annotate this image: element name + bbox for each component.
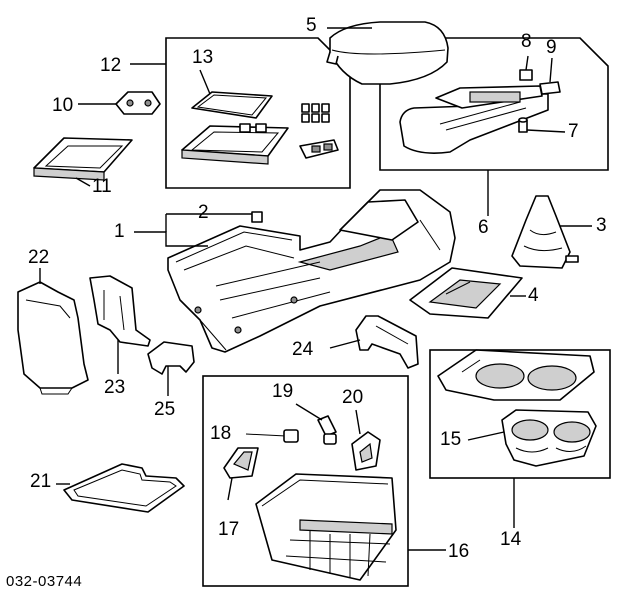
part-14-cup-holder-frame (437, 349, 595, 401)
part-2-clip (251, 211, 263, 223)
callout-16: 16 (448, 541, 470, 562)
callout-11: 11 (92, 176, 112, 197)
leader-20 (355, 409, 361, 435)
callout-21: 21 (30, 471, 52, 492)
part-18-screw (245, 429, 299, 443)
callout-7: 7 (568, 121, 579, 142)
leader-1a (134, 231, 208, 247)
part-9-clip (539, 81, 561, 95)
callout-3: 3 (596, 215, 607, 236)
callout-25: 25 (154, 399, 176, 420)
part-20-clip (351, 431, 381, 471)
callout-22: 22 (28, 247, 50, 268)
part-24-bracket (355, 315, 419, 369)
part-11-tray (33, 137, 133, 181)
group-box-16 (202, 375, 409, 587)
part-16-storage-box (255, 473, 397, 581)
part-12-clips (299, 103, 339, 159)
leader-24 (329, 339, 361, 349)
leader-9 (549, 57, 553, 83)
callout-23: 23 (104, 377, 126, 398)
callout-15: 15 (440, 429, 462, 450)
leader-7 (526, 129, 566, 133)
callout-6: 6 (478, 217, 489, 238)
callout-10: 10 (52, 95, 74, 116)
callout-1: 1 (114, 221, 125, 242)
part-13-tray-mat (191, 91, 273, 119)
callout-8: 8 (521, 31, 532, 52)
callout-5: 5 (306, 15, 317, 36)
part-4-shift-panel (409, 267, 523, 319)
callout-14: 14 (500, 529, 522, 550)
part-5-armrest-lid (326, 21, 449, 85)
leader-13 (199, 69, 211, 95)
part-6-console-upper (399, 85, 549, 154)
callout-24: 24 (292, 339, 314, 360)
callout-20: 20 (342, 387, 364, 408)
leader-15 (467, 431, 505, 441)
part-3-shift-boot (511, 195, 579, 269)
part-17-clip (223, 447, 259, 479)
leader-19 (295, 403, 323, 421)
document-code: 032-03744 (6, 573, 83, 590)
group-box-14 (429, 349, 611, 479)
part-25-bracket (147, 341, 195, 375)
part-15-cup-holder-insert (501, 409, 597, 467)
leader-17 (227, 477, 233, 501)
callout-19: 19 (272, 381, 294, 402)
callout-12: 12 (100, 55, 122, 76)
part-8-switch (519, 69, 533, 81)
group-box-6 (379, 37, 609, 171)
part-12-tray (181, 123, 289, 165)
part-23-bracket (89, 275, 151, 347)
callout-4: 4 (528, 285, 539, 306)
leader-11 (75, 177, 91, 187)
part-21-mat (63, 463, 185, 513)
part-1-console-body (167, 189, 456, 353)
group-box-12 (165, 37, 351, 189)
callout-18: 18 (210, 423, 232, 444)
part-19-fastener (317, 415, 337, 445)
part-22-side-panel (17, 281, 89, 395)
callout-17: 17 (218, 519, 240, 540)
leader-8 (525, 55, 529, 71)
part-10-hinge (115, 91, 161, 115)
callout-13: 13 (192, 47, 214, 68)
callout-2: 2 (198, 202, 209, 223)
callout-9: 9 (546, 37, 557, 58)
part-7-bulb (518, 117, 528, 133)
